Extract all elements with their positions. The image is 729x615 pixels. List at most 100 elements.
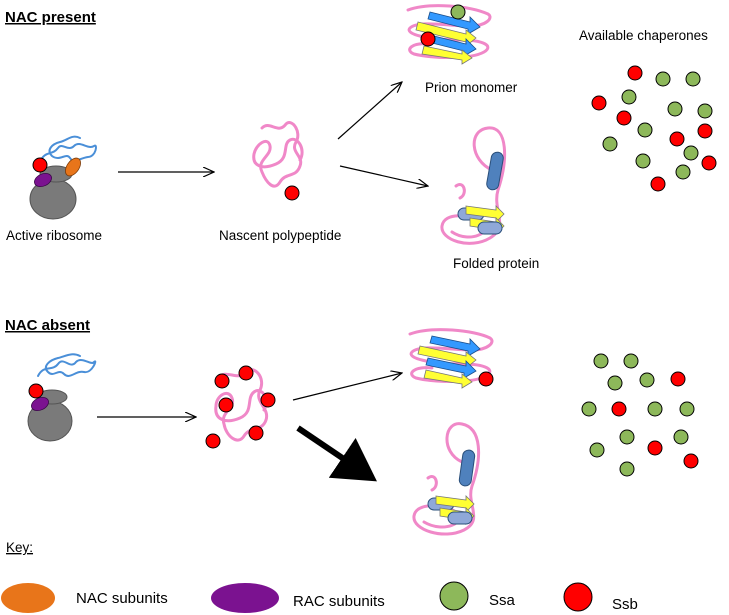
alpha-helix	[486, 151, 504, 191]
ssb-chaperone	[670, 371, 686, 387]
polypeptide-chain	[214, 368, 269, 442]
polypeptide-chain	[454, 183, 466, 200]
ssb-chaperone	[627, 65, 643, 81]
ssb-chaperone	[669, 131, 685, 147]
key-item-ssa: Ssa	[439, 581, 516, 611]
ssa-chaperone	[673, 429, 689, 445]
ssa-chaperone	[675, 164, 691, 180]
nac-subunit	[65, 157, 81, 177]
nac-subunit-swatch	[1, 583, 55, 613]
mrna-strand	[39, 135, 97, 163]
nac-present-heading: NAC present	[5, 9, 96, 26]
beta-strand-blue	[429, 335, 481, 357]
arrow-nascent-to-prion-absent	[292, 373, 402, 401]
beta-strand-yellow	[465, 205, 505, 223]
ssa-chaperone	[667, 101, 683, 117]
ssb-chaperone	[701, 155, 717, 171]
ssb-chaperone	[218, 397, 234, 413]
beta-strand-blue	[427, 11, 481, 35]
ssb-chaperone	[697, 123, 713, 139]
prion-monomer-label: Prion monomer	[425, 80, 518, 95]
active-ribosome-absent	[27, 353, 97, 442]
ssa-chaperone	[602, 136, 618, 152]
rac-subunit-swatch	[211, 583, 279, 613]
mrna-strand	[37, 353, 97, 377]
polypeptide-chain	[406, 4, 492, 59]
ssa-chaperone	[637, 122, 653, 138]
key-item-rac: RAC subunits	[211, 583, 385, 613]
key-heading: Key:	[6, 540, 33, 555]
ssb-chaperone	[591, 95, 607, 111]
beta-strand-yellow	[435, 495, 475, 513]
ssb-chaperone	[650, 176, 666, 192]
ssb-chaperone	[28, 383, 44, 399]
alpha-helix	[477, 221, 503, 235]
arrow-nascent-to-folded	[339, 165, 428, 186]
active-ribosome-present	[29, 135, 97, 220]
alpha-helix	[458, 449, 476, 487]
ssa-chaperone	[581, 401, 597, 417]
rac-subunit	[34, 172, 52, 188]
prion-monomer-absent	[408, 328, 494, 389]
ssb-chaperone	[248, 425, 264, 441]
prion-monomer-present	[406, 4, 492, 65]
arrow-nascent-to-prion	[337, 82, 402, 140]
ssa-chaperone	[679, 401, 695, 417]
ssa-chaperone	[683, 145, 699, 161]
ssb-chaperone	[683, 453, 699, 469]
ssa-chaperone	[623, 353, 639, 369]
folded-protein-label: Folded protein	[453, 256, 539, 271]
ssb-chaperone	[284, 185, 300, 201]
ssb-chaperone	[420, 31, 436, 47]
nascent-polypeptide-absent	[205, 365, 276, 449]
ssb-swatch	[563, 582, 593, 612]
ssa-chaperone	[647, 401, 663, 417]
ssa-chaperone	[697, 103, 713, 119]
ssb-chaperone	[647, 440, 663, 456]
beta-strand-yellow	[415, 21, 477, 47]
ssb-chaperone	[32, 157, 48, 173]
polypeptide-chain	[426, 475, 438, 492]
ssb-chaperone	[616, 110, 632, 126]
ssa-chaperone	[685, 71, 701, 87]
ssa-chaperone	[593, 353, 609, 369]
key-label: Ssa	[489, 592, 516, 609]
ssb-chaperone	[238, 365, 254, 381]
key-item-ssb: Ssb	[563, 582, 638, 613]
folded-protein-present	[440, 126, 507, 245]
ssa-chaperone	[450, 4, 466, 20]
beta-strand-yellow	[417, 345, 477, 369]
ssa-chaperone	[655, 71, 671, 87]
polypeptide-chain	[408, 328, 494, 383]
ssa-chaperone	[619, 429, 635, 445]
polypeptide-chain	[252, 121, 304, 188]
folded-protein-absent	[412, 422, 481, 536]
ssb-chaperone	[478, 371, 494, 387]
beta-strand-yellow	[421, 45, 473, 65]
key-item-nac: NAC subunits	[1, 583, 168, 613]
nac-absent-heading: NAC absent	[5, 317, 90, 334]
ssb-chaperone	[611, 401, 627, 417]
key-label: Ssb	[612, 596, 638, 613]
chaperone-pool-absent	[581, 353, 699, 477]
bold-arrow-nascent-to-folded-absent	[296, 425, 377, 482]
ssa-chaperone	[621, 89, 637, 105]
ssa-chaperone	[607, 375, 623, 391]
ssb-chaperone	[260, 392, 276, 408]
active-ribosome-label: Active ribosome	[6, 228, 102, 243]
ssa-chaperone	[619, 461, 635, 477]
beta-strand-blue	[425, 357, 477, 379]
ssa-chaperone	[635, 153, 651, 169]
key-label: NAC subunits	[76, 590, 168, 607]
ssb-chaperone	[214, 373, 230, 389]
available-chaperones-label: Available chaperones	[579, 28, 708, 43]
chaperone-pool-present	[591, 65, 717, 192]
nascent-polypeptide-label: Nascent polypeptide	[219, 228, 341, 243]
ssb-chaperone	[205, 433, 221, 449]
ssa-chaperone	[589, 442, 605, 458]
alpha-helix	[447, 511, 473, 525]
ssa-swatch	[439, 581, 469, 611]
rac-subunit	[31, 396, 49, 412]
key-label: RAC subunits	[293, 593, 385, 610]
